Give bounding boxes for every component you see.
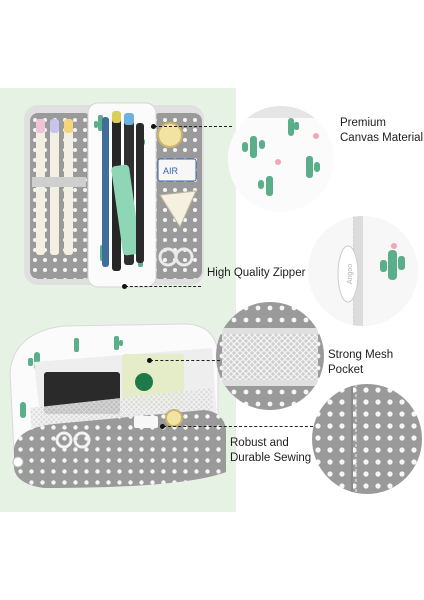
callout-line-zipper [125, 286, 201, 287]
callout-label-canvas: Premium Canvas Material [340, 117, 424, 144]
callout-dot-canvas [151, 124, 156, 129]
callout-dot-sewing [160, 424, 165, 429]
pencil-case-side-photo [9, 323, 226, 488]
zipper-brand-text: Angoo [347, 264, 354, 284]
callout-line-sewing [163, 426, 313, 427]
callout-line-mesh [150, 360, 220, 361]
callout-label-zipper: High Quality Zipper [207, 267, 306, 279]
callout-line-canvas [154, 126, 232, 127]
canvas-fabric-closeup [228, 106, 334, 212]
open-pencil-case-photo: AIR [24, 102, 204, 288]
svg-text:AIR: AIR [163, 166, 179, 176]
callout-dot-mesh [147, 358, 152, 363]
callout-label-sewing: Robust and Durable Sewing [230, 437, 312, 464]
callout-label-mesh: Strong Mesh Pocket [328, 349, 394, 376]
zipper-closeup: Angoo [308, 216, 418, 326]
mesh-pocket-closeup [216, 302, 324, 410]
callout-dot-zipper [122, 284, 127, 289]
sewing-closeup [312, 384, 422, 494]
